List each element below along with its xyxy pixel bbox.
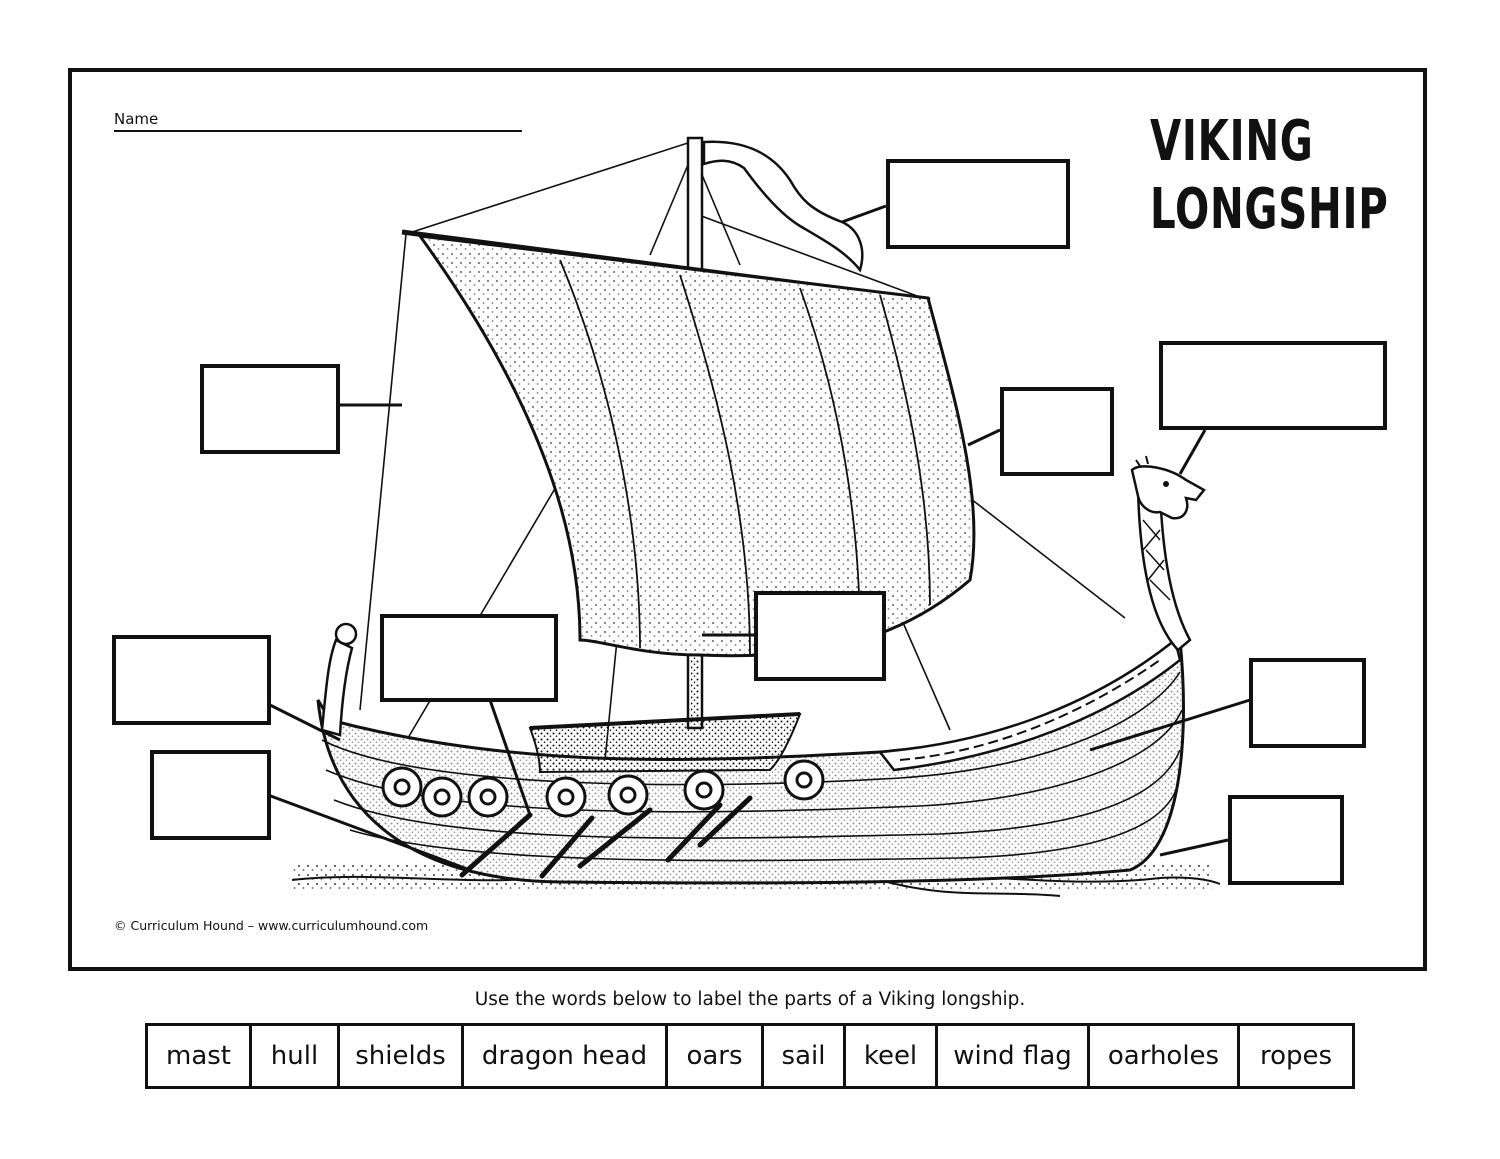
word-oarholes: oarholes: [1090, 1026, 1240, 1086]
word-bank: mast hull shields dragon head oars sail …: [145, 1023, 1355, 1089]
label-box-oars[interactable]: [150, 750, 271, 840]
word-shields: shields: [340, 1026, 464, 1086]
name-line[interactable]: [114, 130, 522, 132]
oars: [459, 795, 753, 879]
shield: [607, 774, 649, 816]
label-box-keel[interactable]: [1228, 795, 1344, 885]
label-box-dragon-head[interactable]: [1159, 341, 1387, 430]
shield: [467, 776, 509, 818]
shields: [381, 759, 825, 818]
word-dragon-head: dragon head: [464, 1026, 668, 1086]
label-box-sail[interactable]: [1000, 387, 1114, 476]
word-sail: sail: [764, 1026, 846, 1086]
label-box-mast[interactable]: [754, 591, 886, 681]
word-hull: hull: [252, 1026, 340, 1086]
shield: [545, 776, 587, 818]
dragon-head: [1130, 455, 1206, 652]
stern-post: [320, 622, 358, 737]
worksheet-frame: [68, 68, 1427, 971]
instructions-text: Use the words below to label the parts o…: [474, 989, 1026, 1010]
word-ropes: ropes: [1259, 1041, 1333, 1071]
sail: [416, 234, 976, 658]
word-mast: mast: [148, 1026, 252, 1086]
word-keel: keel: [846, 1026, 938, 1086]
word-wind-flag: wind flag: [938, 1026, 1090, 1086]
name-label: Name: [114, 110, 159, 128]
label-box-wind-flag[interactable]: [886, 159, 1070, 249]
label-box-ropes[interactable]: [200, 364, 340, 454]
wind-flag: [702, 140, 864, 273]
label-box-shields[interactable]: [380, 614, 558, 702]
shield: [783, 759, 825, 801]
leader-lines: [267, 204, 1251, 872]
word-oars: oars: [668, 1026, 764, 1086]
shield: [421, 776, 463, 818]
shield: [381, 766, 423, 808]
title-line-1: VIKING: [1150, 109, 1314, 174]
shield: [683, 769, 725, 811]
credit-text: © Curriculum Hound – www.curriculumhound…: [114, 918, 429, 933]
label-box-oarholes[interactable]: [112, 635, 271, 725]
deck-canopy: [528, 712, 802, 774]
label-box-hull[interactable]: [1249, 658, 1366, 748]
